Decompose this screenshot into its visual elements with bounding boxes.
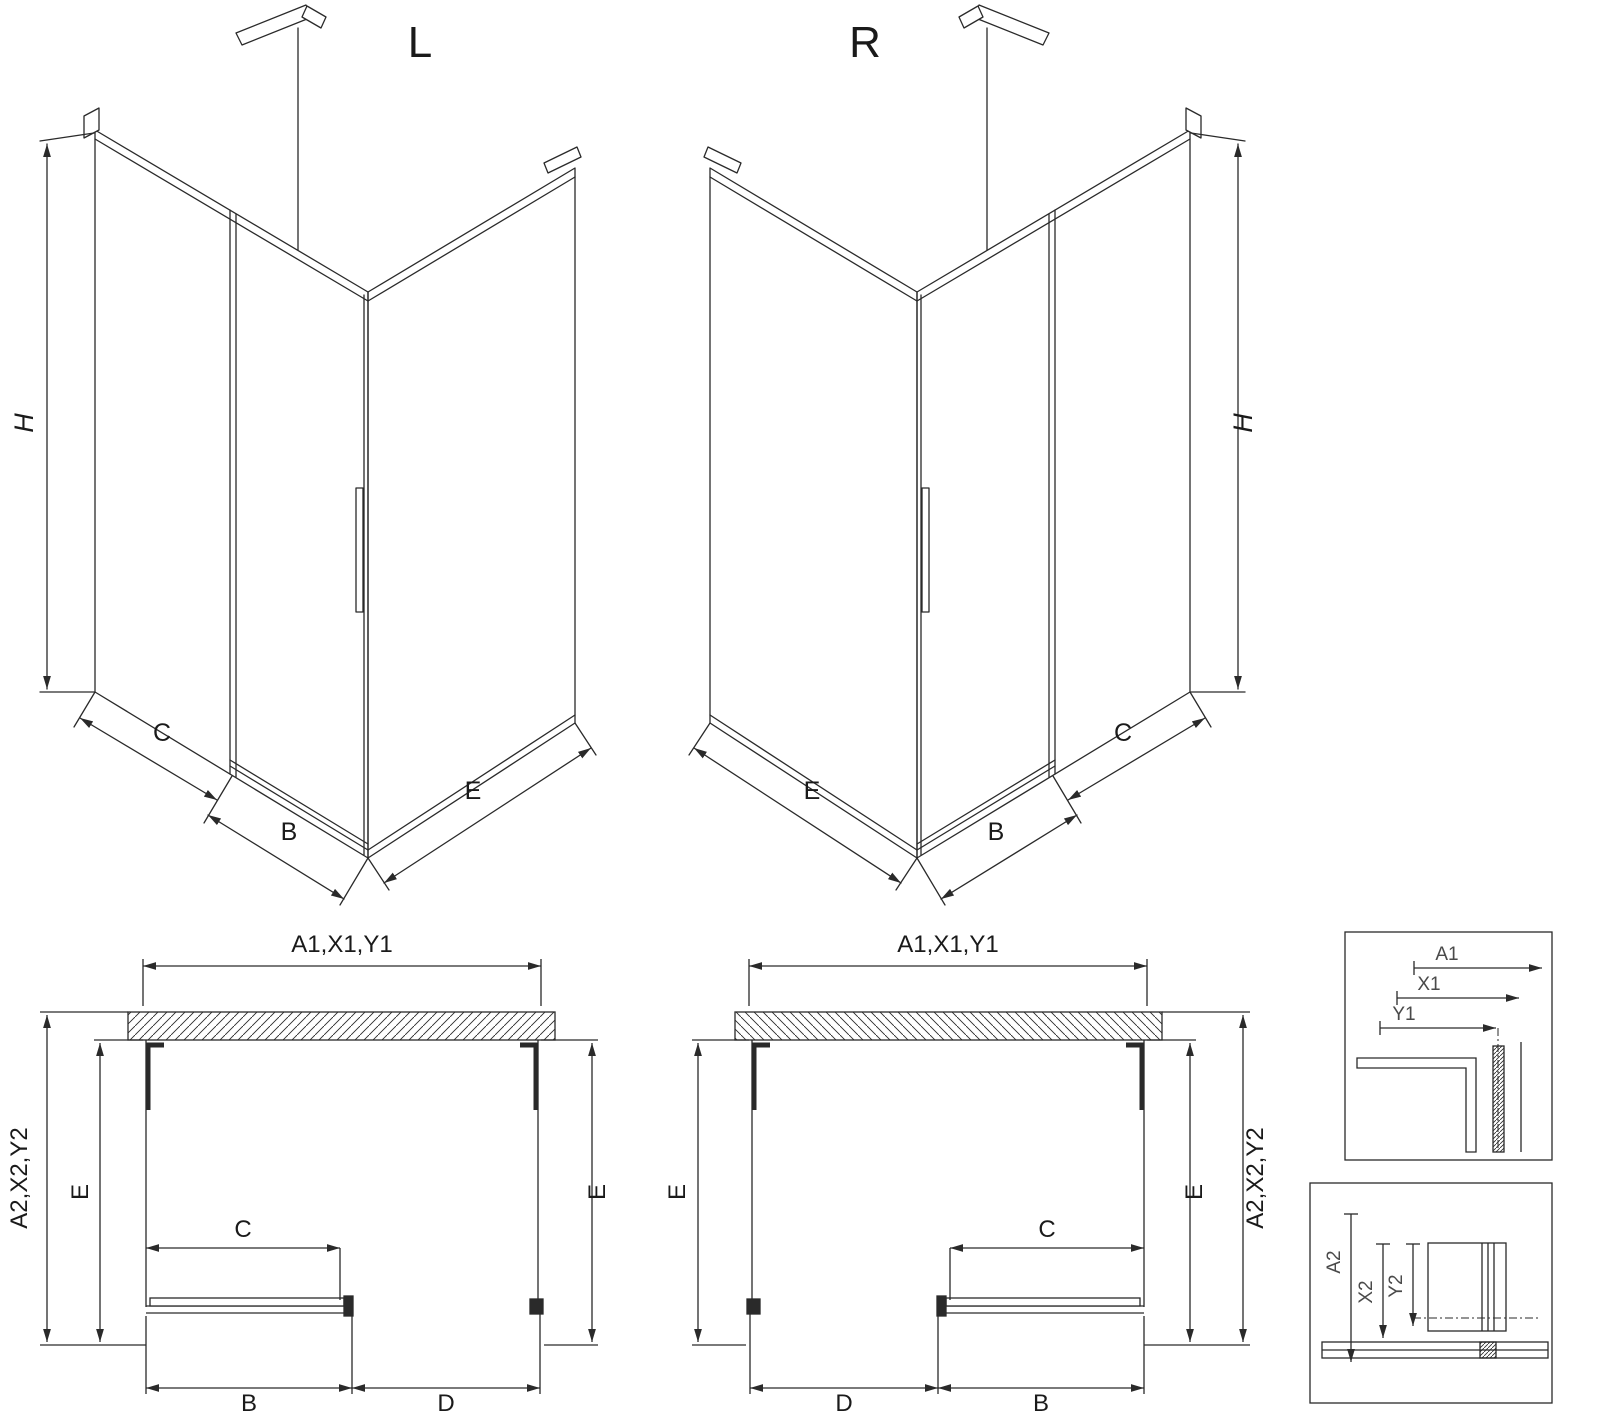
plan-left-dim-e-right-label: E (584, 1184, 611, 1200)
detail-y1-label: Y1 (1392, 1004, 1415, 1025)
iso-left-dim-h-label: H (9, 413, 39, 433)
detail-a1-frame (1344, 931, 1553, 1161)
iso-right-dim-e-label: E (804, 777, 821, 805)
detail-a1-inset: A1 X1 Y1 (1344, 931, 1553, 1161)
detail-a2-frame (1309, 1182, 1553, 1404)
plan-middle-dim-d-label: D (835, 1390, 852, 1417)
plan-left-dim-e-left-label: E (67, 1184, 94, 1200)
iso-right-title: R (849, 18, 881, 67)
iso-left-dim-e-label: E (465, 777, 482, 805)
iso-left-dim-c-label: C (153, 719, 171, 747)
plan-left-dim-b-label: B (241, 1390, 257, 1417)
detail-a1-label: A1 (1435, 944, 1458, 965)
iso-right-dim-c-label: C (1114, 719, 1132, 747)
detail-x1-label: X1 (1417, 974, 1440, 995)
detail-y2-label: Y2 (1386, 1274, 1407, 1297)
iso-right-dim-h-label: H (1228, 413, 1258, 433)
plan-middle-dim-e-left-label: E (664, 1184, 691, 1200)
iso-right-geometry (689, 5, 1245, 905)
plan-left-dim-top-label: A1,X1,Y1 (291, 931, 392, 958)
detail-a2-label: A2 (1324, 1250, 1345, 1273)
detail-x2-label: X2 (1356, 1280, 1377, 1303)
plan-left-dim-d-label: D (437, 1390, 454, 1417)
plan-left-dim-c-label: C (234, 1216, 251, 1243)
iso-left-title: L (408, 18, 432, 67)
iso-left-view: L H C B E (9, 5, 596, 905)
plan-middle-view: A1,X1,Y1 A2,X2,Y2 E E C B D (664, 931, 1269, 1417)
plan-middle-dim-e-right-label: E (1181, 1184, 1208, 1200)
detail-a2-inset: A2 X2 Y2 (1309, 1182, 1553, 1404)
iso-right-dim-b-label: B (988, 818, 1005, 846)
plan-middle-geometry (692, 959, 1250, 1394)
iso-left-geometry (40, 5, 596, 905)
iso-left-dim-b-label: B (281, 818, 298, 846)
plan-left-geometry (40, 959, 598, 1394)
plan-middle-dim-c-label: C (1038, 1216, 1055, 1243)
plan-middle-dim-side-label: A2,X2,Y2 (1242, 1127, 1269, 1228)
plan-left-dim-side-label: A2,X2,Y2 (6, 1127, 33, 1228)
plan-middle-dim-top-label: A1,X1,Y1 (897, 931, 998, 958)
iso-right-view: R H C B E (689, 5, 1258, 905)
plan-middle-dim-b-label: B (1033, 1390, 1049, 1417)
plan-left-view: A1,X1,Y1 A2,X2,Y2 E E C B D (6, 931, 611, 1417)
